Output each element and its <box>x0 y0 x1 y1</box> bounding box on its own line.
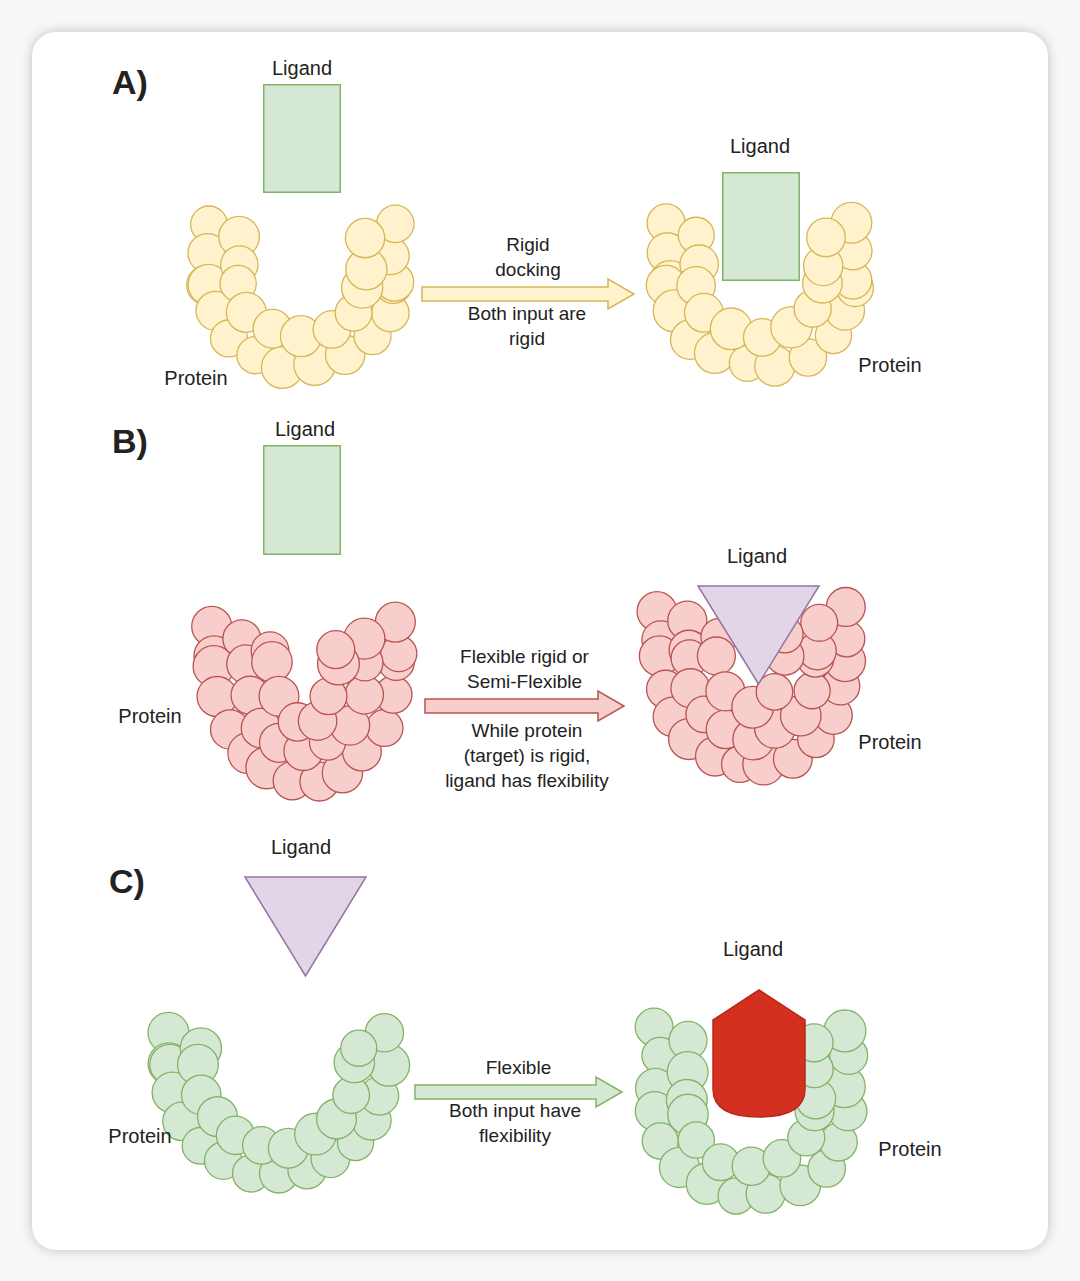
residue-circle <box>795 1024 833 1062</box>
protein-cluster: Protein <box>190 205 412 385</box>
ligand-rect <box>264 85 341 193</box>
residue-circle <box>252 642 292 682</box>
residue-circle <box>794 673 830 709</box>
node-label: Protein <box>850 1137 970 1162</box>
node-label: Protein <box>80 1124 200 1149</box>
residue-circle <box>801 604 838 641</box>
residue-circle <box>697 637 735 675</box>
node-label: Protein <box>136 366 256 391</box>
panel-letter: A) <box>95 60 165 104</box>
residue-circle <box>756 674 792 710</box>
node-label: Ligand <box>245 417 365 442</box>
shape-outline <box>190 205 412 385</box>
shape-outline <box>244 876 367 977</box>
panel-letter: B) <box>95 419 165 463</box>
shape-outline <box>150 1015 405 1195</box>
residue-circle <box>807 218 846 257</box>
node-label: Protein <box>830 353 950 378</box>
residue-circle <box>317 631 355 669</box>
arrow-note: Both input are rigid <box>452 301 602 351</box>
shape-outline <box>713 990 805 1117</box>
node-label: Protein <box>830 730 950 755</box>
node-label: Ligand <box>700 134 820 159</box>
ligand-shape: Ligand <box>244 876 367 977</box>
residue-circle <box>366 710 403 747</box>
residue-circle <box>766 616 803 653</box>
ligand-shape: Ligand <box>263 84 341 193</box>
node-label: Ligand <box>697 544 817 569</box>
node-label: Ligand <box>693 937 813 962</box>
shape-outline <box>263 84 341 193</box>
protein-cluster: Protein <box>150 1015 405 1195</box>
node-label: Ligand <box>241 835 361 860</box>
ligand-rect <box>723 173 800 281</box>
shape-outline <box>722 172 800 281</box>
shape-outline <box>697 585 820 685</box>
protein-cluster: Protein <box>195 605 415 800</box>
residue-circle <box>341 1030 377 1066</box>
arrow-label: Rigid docking <box>478 232 578 282</box>
panel-letter: C) <box>92 859 162 903</box>
ligand-shape: Ligand <box>722 172 800 281</box>
node-label: Protein <box>90 704 210 729</box>
arrow-label: Flexible rigid or Semi-Flexible <box>460 644 590 694</box>
ligand-rect <box>264 446 341 555</box>
shape-outline <box>195 605 415 800</box>
ligand-shape: Ligand <box>697 585 820 685</box>
ligand-shape: Ligand <box>263 445 341 555</box>
arrow-label: Flexible <box>444 1055 594 1080</box>
ligand-shape: Ligand <box>713 990 805 1117</box>
ligand-pentagon <box>713 990 805 1117</box>
shape-outline <box>263 445 341 555</box>
block-arrow <box>425 691 624 721</box>
node-label: Ligand <box>242 56 362 81</box>
arrow-note: While protein (target) is rigid, ligand … <box>445 718 610 793</box>
ligand-triangle <box>245 877 366 976</box>
residue-circle <box>345 218 384 257</box>
arrow-note: Both input have flexibility <box>435 1098 595 1148</box>
